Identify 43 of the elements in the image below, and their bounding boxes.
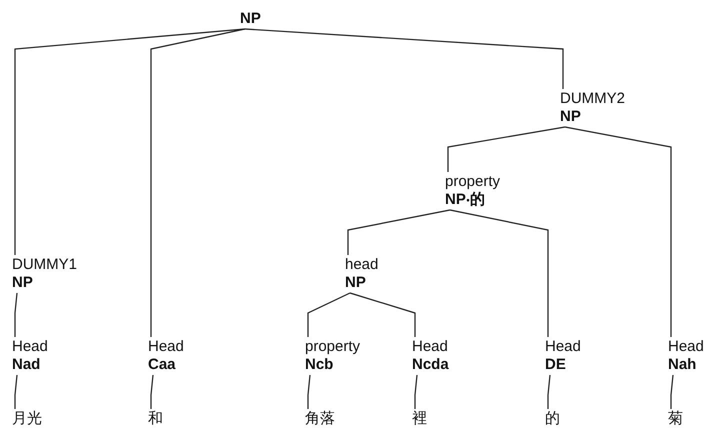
tree-branch (670, 374, 674, 409)
word-label: 和 (148, 410, 163, 428)
tree-branch (307, 292, 350, 337)
role-label: property (445, 173, 500, 191)
word-label: 角落 (305, 410, 335, 428)
category-label: Caa (148, 356, 177, 374)
category-label: NP (560, 108, 582, 126)
tree-branch (447, 126, 566, 172)
role-label: Head (545, 338, 581, 356)
tree-branch (350, 292, 416, 337)
category-label: NP‧的 (445, 191, 486, 209)
tree-branch (14, 292, 18, 337)
category-label: Ncb (305, 356, 334, 374)
role-label: property (305, 338, 360, 356)
category-label: Nah (668, 356, 698, 374)
tree-branch (14, 28, 246, 255)
category-label: NP (345, 274, 367, 292)
tree-branch (150, 374, 154, 409)
category-label: NP (240, 10, 261, 28)
role-label: Head (668, 338, 704, 356)
tree-branch (414, 374, 418, 409)
role-label: DUMMY2 (560, 90, 626, 108)
category-label: NP (12, 274, 34, 292)
tree-branch (347, 209, 450, 255)
tree-branch (564, 126, 672, 337)
category-label: Ncda (412, 356, 449, 374)
role-label: Head (12, 338, 48, 356)
role-label: head (345, 256, 378, 274)
role-label: DUMMY1 (12, 256, 78, 274)
word-label: 裡 (412, 410, 427, 428)
category-label: Nad (12, 356, 42, 374)
role-label: Head (412, 338, 449, 356)
tree-branch (307, 374, 311, 409)
role-label: Head (148, 338, 184, 356)
tree-branch (150, 28, 246, 337)
tree-branch (450, 209, 549, 337)
word-label: 菊 (668, 410, 683, 428)
category-label: DE (545, 356, 567, 374)
tree-branch (244, 28, 564, 89)
word-label: 的 (545, 410, 560, 428)
tree-branch (547, 374, 551, 409)
tree-branch (14, 374, 18, 409)
word-label: 月光 (12, 410, 42, 428)
